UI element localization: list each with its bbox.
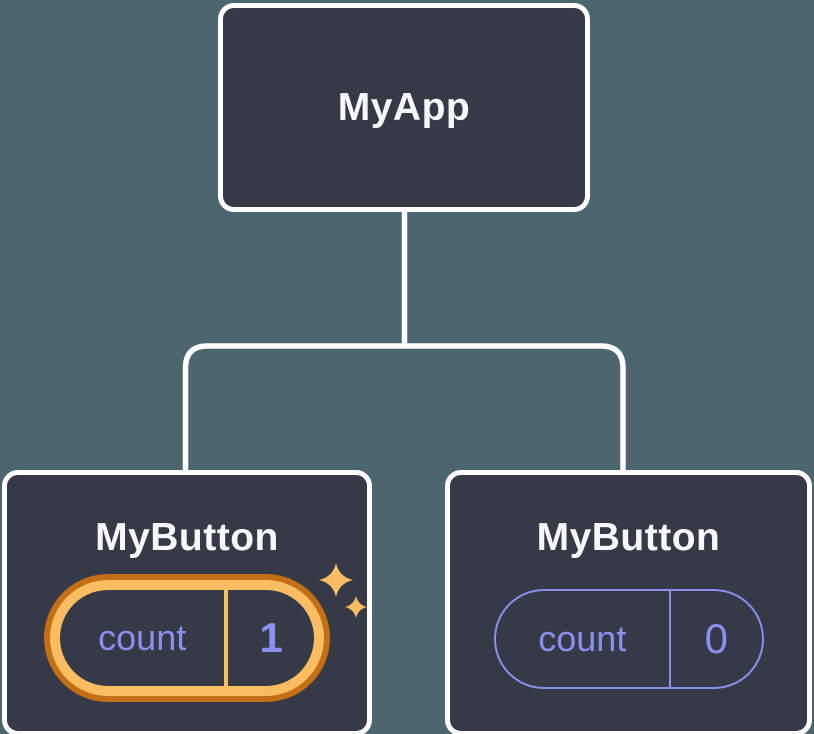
component-node-root: MyApp (218, 3, 590, 212)
node-title: MyButton (95, 516, 279, 559)
state-label: count (98, 617, 187, 658)
node-title: MyButton (536, 516, 721, 559)
sparkle-large (319, 563, 353, 597)
sparkle-small (345, 596, 367, 618)
state-value: 1 (224, 590, 314, 686)
node-title: MyApp (337, 85, 471, 129)
sparkles-icon (319, 563, 367, 618)
component-node-mybutton-highlighted: MyButton count 1 (2, 470, 372, 734)
state-pill-highlighted: count 1 (50, 580, 324, 696)
connector-bracket (182, 343, 626, 474)
state-label: count (538, 618, 627, 659)
state-pill-plain: count 0 (493, 589, 764, 689)
state-value: 0 (669, 591, 761, 687)
component-node-mybutton-plain: MyButton count 0 (445, 470, 812, 734)
